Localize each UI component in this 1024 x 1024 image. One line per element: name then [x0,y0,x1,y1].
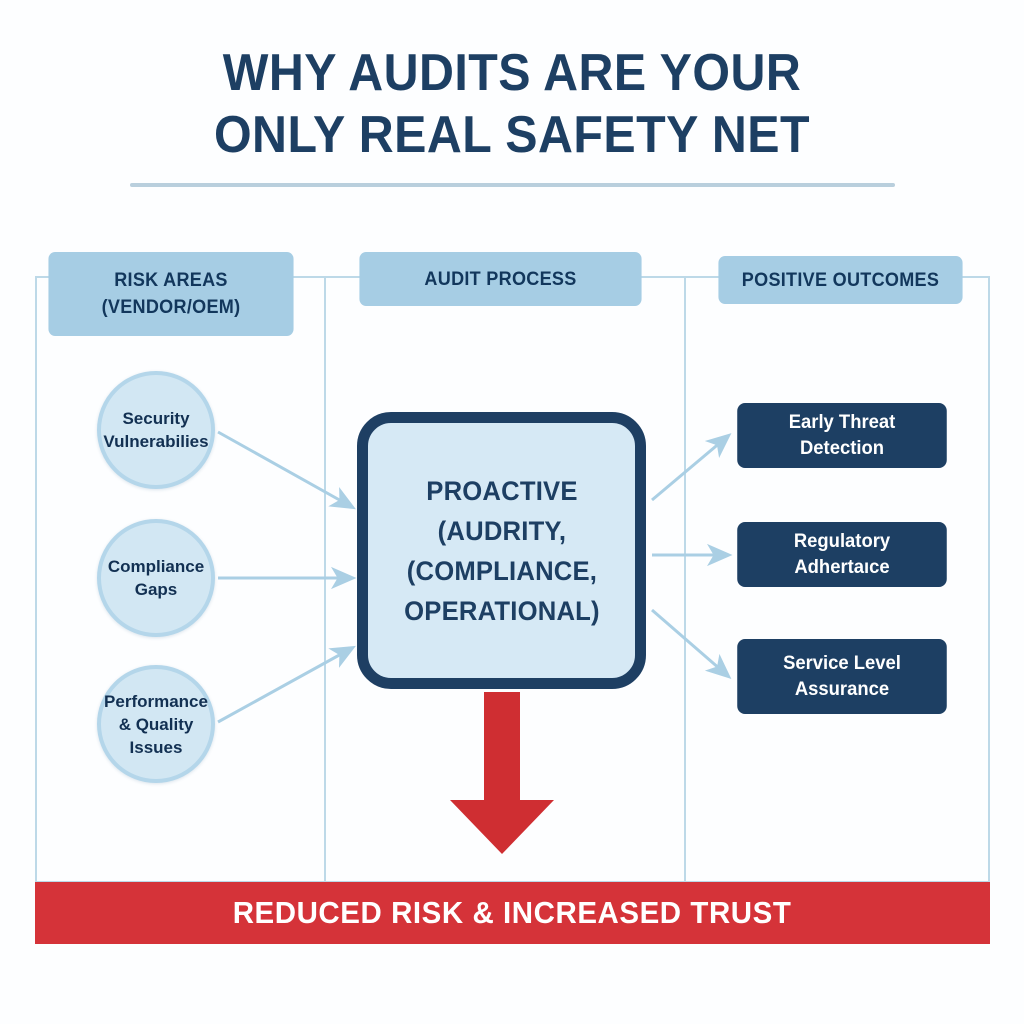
column-divider-1 [324,277,326,882]
column-header-risk-areas: RISK AREAS (VENDOR/OEM) [48,252,294,336]
process-line-4: OPERATIONAL) [403,595,600,626]
risk-area-label: Performance & Quality Issues [104,690,208,759]
column-divider-2 [684,277,686,882]
positive-outcome-label: Service Level Assurance [783,651,901,703]
positive-outcome-box: Early Threat Detection [737,403,947,468]
positive-outcome-line-2: Assurance [794,678,890,700]
risk-area-line-1: Security [122,409,190,428]
column-header-audit-line-1: AUDIT PROCESS [424,268,577,290]
result-banner: REDUCED RISK & INCREASED TRUST [35,882,990,944]
risk-area-line-1: Performance [104,691,208,711]
title-line-2: ONLY REAL SAFETY NET [213,106,811,164]
process-line-3: (COMPLIANCE, [406,555,597,586]
page-title: WHY AUDITS ARE YOUR ONLY REAL SAFETY NET [62,42,962,166]
risk-area-line-3: Issues [129,737,183,757]
risk-area-circle: Performance & Quality Issues [97,665,215,783]
positive-outcome-label: Regulatory Adhertaıce [793,530,891,578]
column-header-audit-process: AUDIT PROCESS [359,252,642,306]
positive-outcome-box: Regulatory Adhertaıce [737,522,947,587]
positive-outcome-line-1: Service Level [783,652,901,674]
process-line-2: (AUDRITY, [437,515,566,546]
risk-area-label: Compliance Gaps [108,555,204,601]
risk-area-line-1: Compliance [107,557,205,576]
column-header-outcomes-line-1: POSITIVE OUTCOMES [741,269,940,291]
column-header-risk-line-1: RISK AREAS [114,270,228,291]
risk-area-circle: Compliance Gaps [97,519,215,637]
column-header-risk-line-2: (VENDOR/OEM) [101,297,241,318]
red-down-arrow-icon [450,692,554,854]
audit-process-label: PROACTIVE (AUDRITY, (COMPLIANCE, OPERATI… [404,471,600,631]
risk-area-line-2: Gaps [134,580,178,599]
title-line-1: WHY AUDITS ARE YOUR [222,44,802,102]
positive-outcome-box: Service Level Assurance [737,639,947,714]
risk-area-circle: Security Vulnerabilies [97,371,215,489]
risk-area-label: Security Vulnerabilies [103,407,208,453]
process-line-1: PROACTIVE [425,475,578,506]
audit-process-box: PROACTIVE (AUDRITY, (COMPLIANCE, OPERATI… [357,412,646,689]
risk-area-line-2: Vulnerabilies [103,432,209,451]
title-divider-rule [130,183,895,187]
column-header-positive-outcomes: POSITIVE OUTCOMES [718,256,963,304]
result-banner-text: REDUCED RISK & INCREASED TRUST [233,895,792,930]
positive-outcome-label: Early Threat Detection [788,411,896,459]
risk-area-line-2: & Quality [118,714,194,734]
